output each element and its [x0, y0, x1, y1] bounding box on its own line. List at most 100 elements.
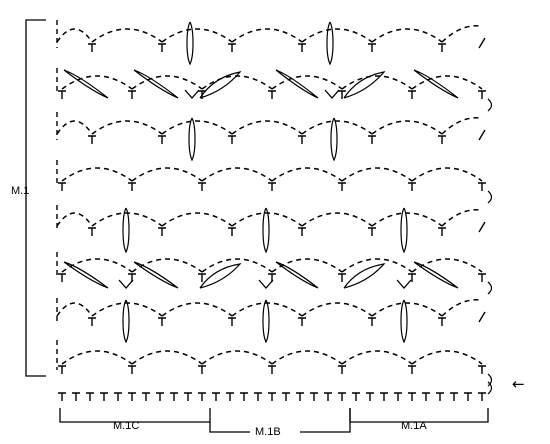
- cluster-leaf-symbol: [63, 69, 109, 99]
- chain-arc-symbol: [411, 75, 483, 90]
- double-crochet-symbol: [298, 43, 306, 52]
- chain-arc-symbol: [161, 212, 233, 227]
- cluster-leaf-symbol: [400, 207, 408, 254]
- cluster-leaf-symbol: [133, 69, 179, 99]
- cluster-leaf-symbol: [413, 69, 459, 99]
- cluster-leaf-symbol: [63, 261, 109, 289]
- chain-arc-symbol: [231, 120, 303, 135]
- double-crochet-symbol: [198, 182, 206, 191]
- cluster-leaf-symbol: [262, 299, 270, 344]
- turning-chain-symbol: [487, 381, 493, 395]
- chain-arc-symbol: [131, 258, 203, 273]
- chain-arc-symbol: [371, 28, 443, 43]
- cluster-leaf-symbol: [343, 263, 386, 289]
- m1b-label: M.1B: [255, 426, 281, 438]
- double-crochet-symbol: [436, 392, 444, 401]
- chain-arc-symbol: [61, 350, 133, 365]
- double-crochet-symbol: [368, 135, 376, 144]
- chain-arc-symbol: [271, 258, 343, 273]
- double-crochet-symbol: [170, 392, 178, 401]
- double-crochet-symbol: [450, 392, 458, 401]
- double-crochet-symbol: [394, 392, 402, 401]
- chain-arc-symbol: [301, 302, 373, 317]
- double-crochet-symbol: [298, 135, 306, 144]
- chain-arc-symbol: [441, 209, 481, 227]
- cluster-leaf-symbol: [400, 299, 408, 344]
- chain-arc-symbol: [301, 212, 373, 227]
- cluster-leaf-symbol: [326, 21, 334, 66]
- cluster-leaf-symbol: [199, 263, 242, 289]
- double-crochet-symbol: [158, 43, 166, 52]
- double-crochet-symbol: [128, 392, 136, 401]
- v-stitch-symbol: [118, 279, 134, 289]
- stitch-symbols: [56, 20, 493, 401]
- double-crochet-symbol: [158, 227, 166, 236]
- chain-arc-symbol: [231, 302, 303, 317]
- cluster-leaf-symbol: [275, 261, 319, 289]
- chain-arc-symbol: [61, 167, 133, 182]
- pattern-brackets: [25, 19, 489, 433]
- v-stitch-symbol: [258, 279, 274, 289]
- chain-arc-symbol: [231, 212, 303, 227]
- chain-arc-symbol: [161, 302, 233, 317]
- chain-arc-symbol: [231, 28, 303, 43]
- double-crochet-symbol: [324, 392, 332, 401]
- double-crochet-symbol: [58, 392, 66, 401]
- turning-chain-symbol: [487, 98, 493, 112]
- double-crochet-symbol: [268, 182, 276, 191]
- double-crochet-symbol: [228, 135, 236, 144]
- chain-arc-symbol: [341, 167, 413, 182]
- double-crochet-symbol: [184, 392, 192, 401]
- double-crochet-symbol: [158, 317, 166, 326]
- turning-chain-symbol: [487, 373, 493, 387]
- double-crochet-symbol: [408, 90, 416, 99]
- chain-arc-symbol: [441, 25, 481, 43]
- double-crochet-symbol: [226, 392, 234, 401]
- double-crochet-symbol: [228, 43, 236, 52]
- m1c-label: M.1C: [113, 420, 140, 432]
- double-crochet-symbol: [198, 392, 206, 401]
- double-crochet-symbol: [478, 273, 486, 282]
- double-crochet-symbol: [128, 182, 136, 191]
- double-crochet-symbol: [268, 365, 276, 374]
- double-crochet-symbol: [296, 392, 304, 401]
- double-crochet-symbol: [368, 317, 376, 326]
- double-crochet-symbol: [88, 135, 96, 144]
- chain-arc-symbol: [441, 117, 481, 135]
- chain-arc-symbol: [131, 350, 203, 365]
- chain-arc-symbol: [201, 167, 273, 182]
- chain-arc-symbol: [56, 28, 93, 43]
- cluster-leaf-symbol: [186, 21, 194, 66]
- chain-arc-symbol: [371, 212, 443, 227]
- double-crochet-symbol: [478, 392, 486, 401]
- cluster-leaf-symbol: [199, 71, 242, 99]
- double-crochet-symbol: [228, 227, 236, 236]
- chain-arc-symbol: [271, 350, 343, 365]
- chain-arc-symbol: [271, 75, 343, 90]
- double-crochet-symbol: [478, 182, 486, 191]
- start-arrow-icon: ←: [512, 375, 525, 393]
- double-crochet-symbol: [368, 43, 376, 52]
- chain-arc-symbol: [301, 28, 373, 43]
- double-crochet-symbol: [380, 392, 388, 401]
- cluster-leaf-symbol: [188, 117, 196, 162]
- double-crochet-symbol: [254, 392, 262, 401]
- chain-arc-symbol: [91, 212, 163, 227]
- double-crochet-symbol: [478, 365, 486, 374]
- chain-arc-symbol: [411, 167, 483, 182]
- v-stitch-symbol: [324, 89, 340, 99]
- chain-arc-symbol: [371, 302, 443, 317]
- double-crochet-symbol: [368, 227, 376, 236]
- chain-arc-symbol: [411, 350, 483, 365]
- double-crochet-symbol: [438, 43, 446, 52]
- cluster-leaf-symbol: [122, 207, 130, 254]
- row-end-slash-symbol: [478, 221, 486, 233]
- chain-arc-symbol: [411, 258, 483, 273]
- double-crochet-symbol: [408, 392, 416, 401]
- chain-arc-symbol: [56, 212, 93, 227]
- double-crochet-symbol: [408, 273, 416, 282]
- chain-arc-symbol: [61, 258, 133, 273]
- row-end-slash-symbol: [478, 37, 486, 49]
- double-crochet-symbol: [88, 227, 96, 236]
